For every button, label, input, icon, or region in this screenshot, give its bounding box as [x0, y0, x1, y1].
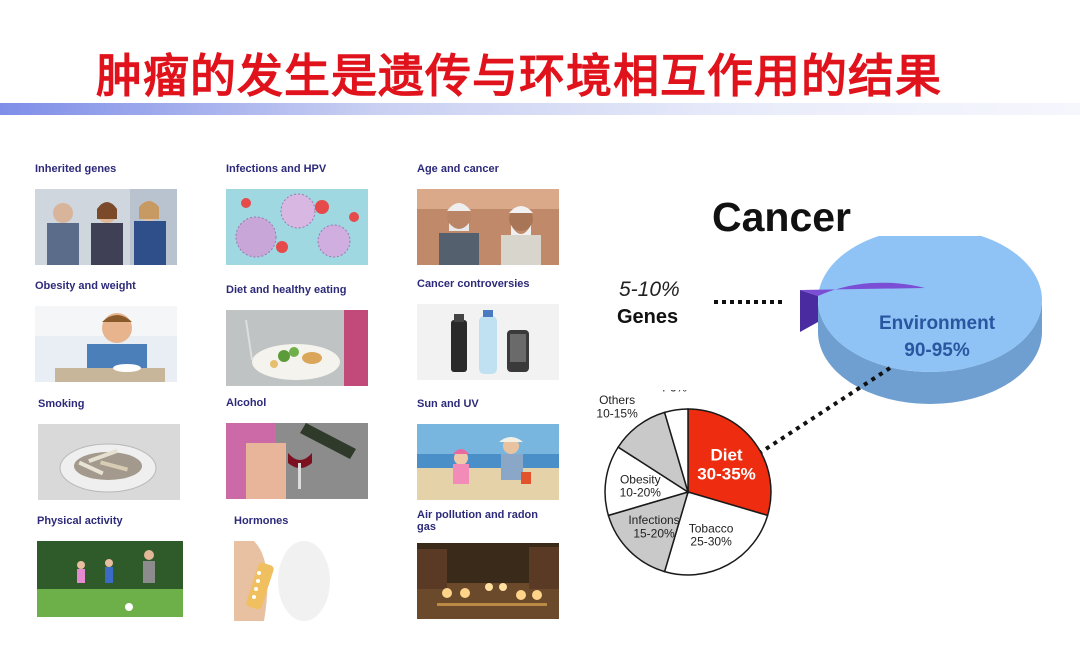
pie-value-alcohol: 4-6% — [659, 390, 687, 395]
tile-label: Cancer controversies — [417, 278, 530, 290]
page-title: 肿瘤的发生是遗传与环境相互作用的结果 — [96, 49, 942, 103]
pie-value-infections: 15-20% — [633, 526, 675, 540]
environment-label: Environment — [879, 313, 996, 334]
pie-slice-alcohol — [663, 408, 689, 493]
beach-family-photo — [417, 424, 559, 500]
family-playing-photo — [37, 541, 183, 617]
pie-label-diet: Diet — [710, 446, 742, 465]
pie-slice-infections — [607, 490, 690, 573]
genes-label: Genes — [617, 306, 679, 328]
tile-smoking[interactable]: Smoking — [38, 398, 188, 500]
pie-label-others: Others — [599, 393, 635, 407]
tile-air-pollution-radon[interactable]: Air pollution and radon gas — [417, 509, 567, 619]
tile-label: Inherited genes — [35, 163, 117, 175]
virus-particles-image — [226, 189, 368, 265]
cancer-heading: Cancer — [712, 194, 852, 240]
ashtray-photo — [38, 424, 180, 500]
pie-label-infections: Infections — [628, 513, 679, 527]
tile-infections-hpv[interactable]: Infections and HPV — [226, 163, 376, 265]
tile-label: Air pollution and radon gas — [417, 509, 538, 533]
tile-age-and-cancer[interactable]: Age and cancer — [417, 163, 567, 265]
tile-label: Age and cancer — [417, 163, 499, 175]
pie-label-tobacco: Tobacco — [689, 522, 734, 536]
pie-slice-tobacco — [663, 491, 769, 576]
tile-sun-and-uv[interactable]: Sun and UV — [417, 398, 567, 500]
tile-hormones[interactable]: Hormones — [234, 515, 384, 621]
tile-inherited-genes[interactable]: Inherited genes — [35, 163, 185, 265]
tile-label: Infections and HPV — [226, 163, 327, 175]
tile-cancer-controversies[interactable]: Cancer controversies — [417, 278, 567, 380]
tile-label: Hormones — [234, 515, 289, 527]
bottles-and-phone-photo — [417, 304, 559, 380]
tile-label: Sun and UV — [417, 398, 479, 410]
tile-alcohol[interactable]: Alcohol — [226, 397, 376, 499]
inherited-genes-photo — [35, 189, 177, 265]
environment-slice — [818, 236, 1042, 372]
tile-label: Diet and healthy eating — [226, 284, 347, 296]
title-underline-bar — [0, 103, 1080, 115]
tile-label: Obesity and weight — [35, 280, 136, 292]
tile-physical-activity[interactable]: Physical activity — [37, 515, 187, 617]
wine-pouring-photo — [226, 423, 368, 499]
connector-dotted-line — [750, 366, 892, 460]
traffic-at-night-photo — [417, 543, 559, 619]
pie-value-tobacco: 25-30% — [690, 535, 732, 549]
environment-percentage: 90-95% — [904, 340, 970, 361]
man-eating-photo — [35, 306, 177, 382]
genes-slice-side — [800, 290, 818, 332]
tile-label: Smoking — [38, 398, 85, 410]
pie-value-others: 10-15% — [596, 406, 638, 420]
pie-slice-obesity — [604, 446, 690, 517]
plate-of-food-photo — [226, 310, 368, 386]
tile-label: Physical activity — [37, 515, 123, 527]
contraceptive-pills-photo — [234, 541, 332, 621]
elderly-men-photo — [417, 189, 559, 265]
tile-label: Alcohol — [226, 397, 267, 409]
pie-value-obesity: 10-20% — [620, 486, 662, 500]
genes-percentage: 5-10% — [619, 278, 680, 301]
tile-diet-healthy-eating[interactable]: Diet and healthy eating — [226, 284, 376, 386]
pie-slice-diet — [687, 408, 772, 517]
pie-label-obesity: Obesity — [620, 472, 661, 486]
genes-slice — [800, 282, 925, 296]
pie-value-diet: 30-35% — [697, 464, 756, 483]
tile-obesity-weight[interactable]: Obesity and weight — [35, 280, 185, 382]
